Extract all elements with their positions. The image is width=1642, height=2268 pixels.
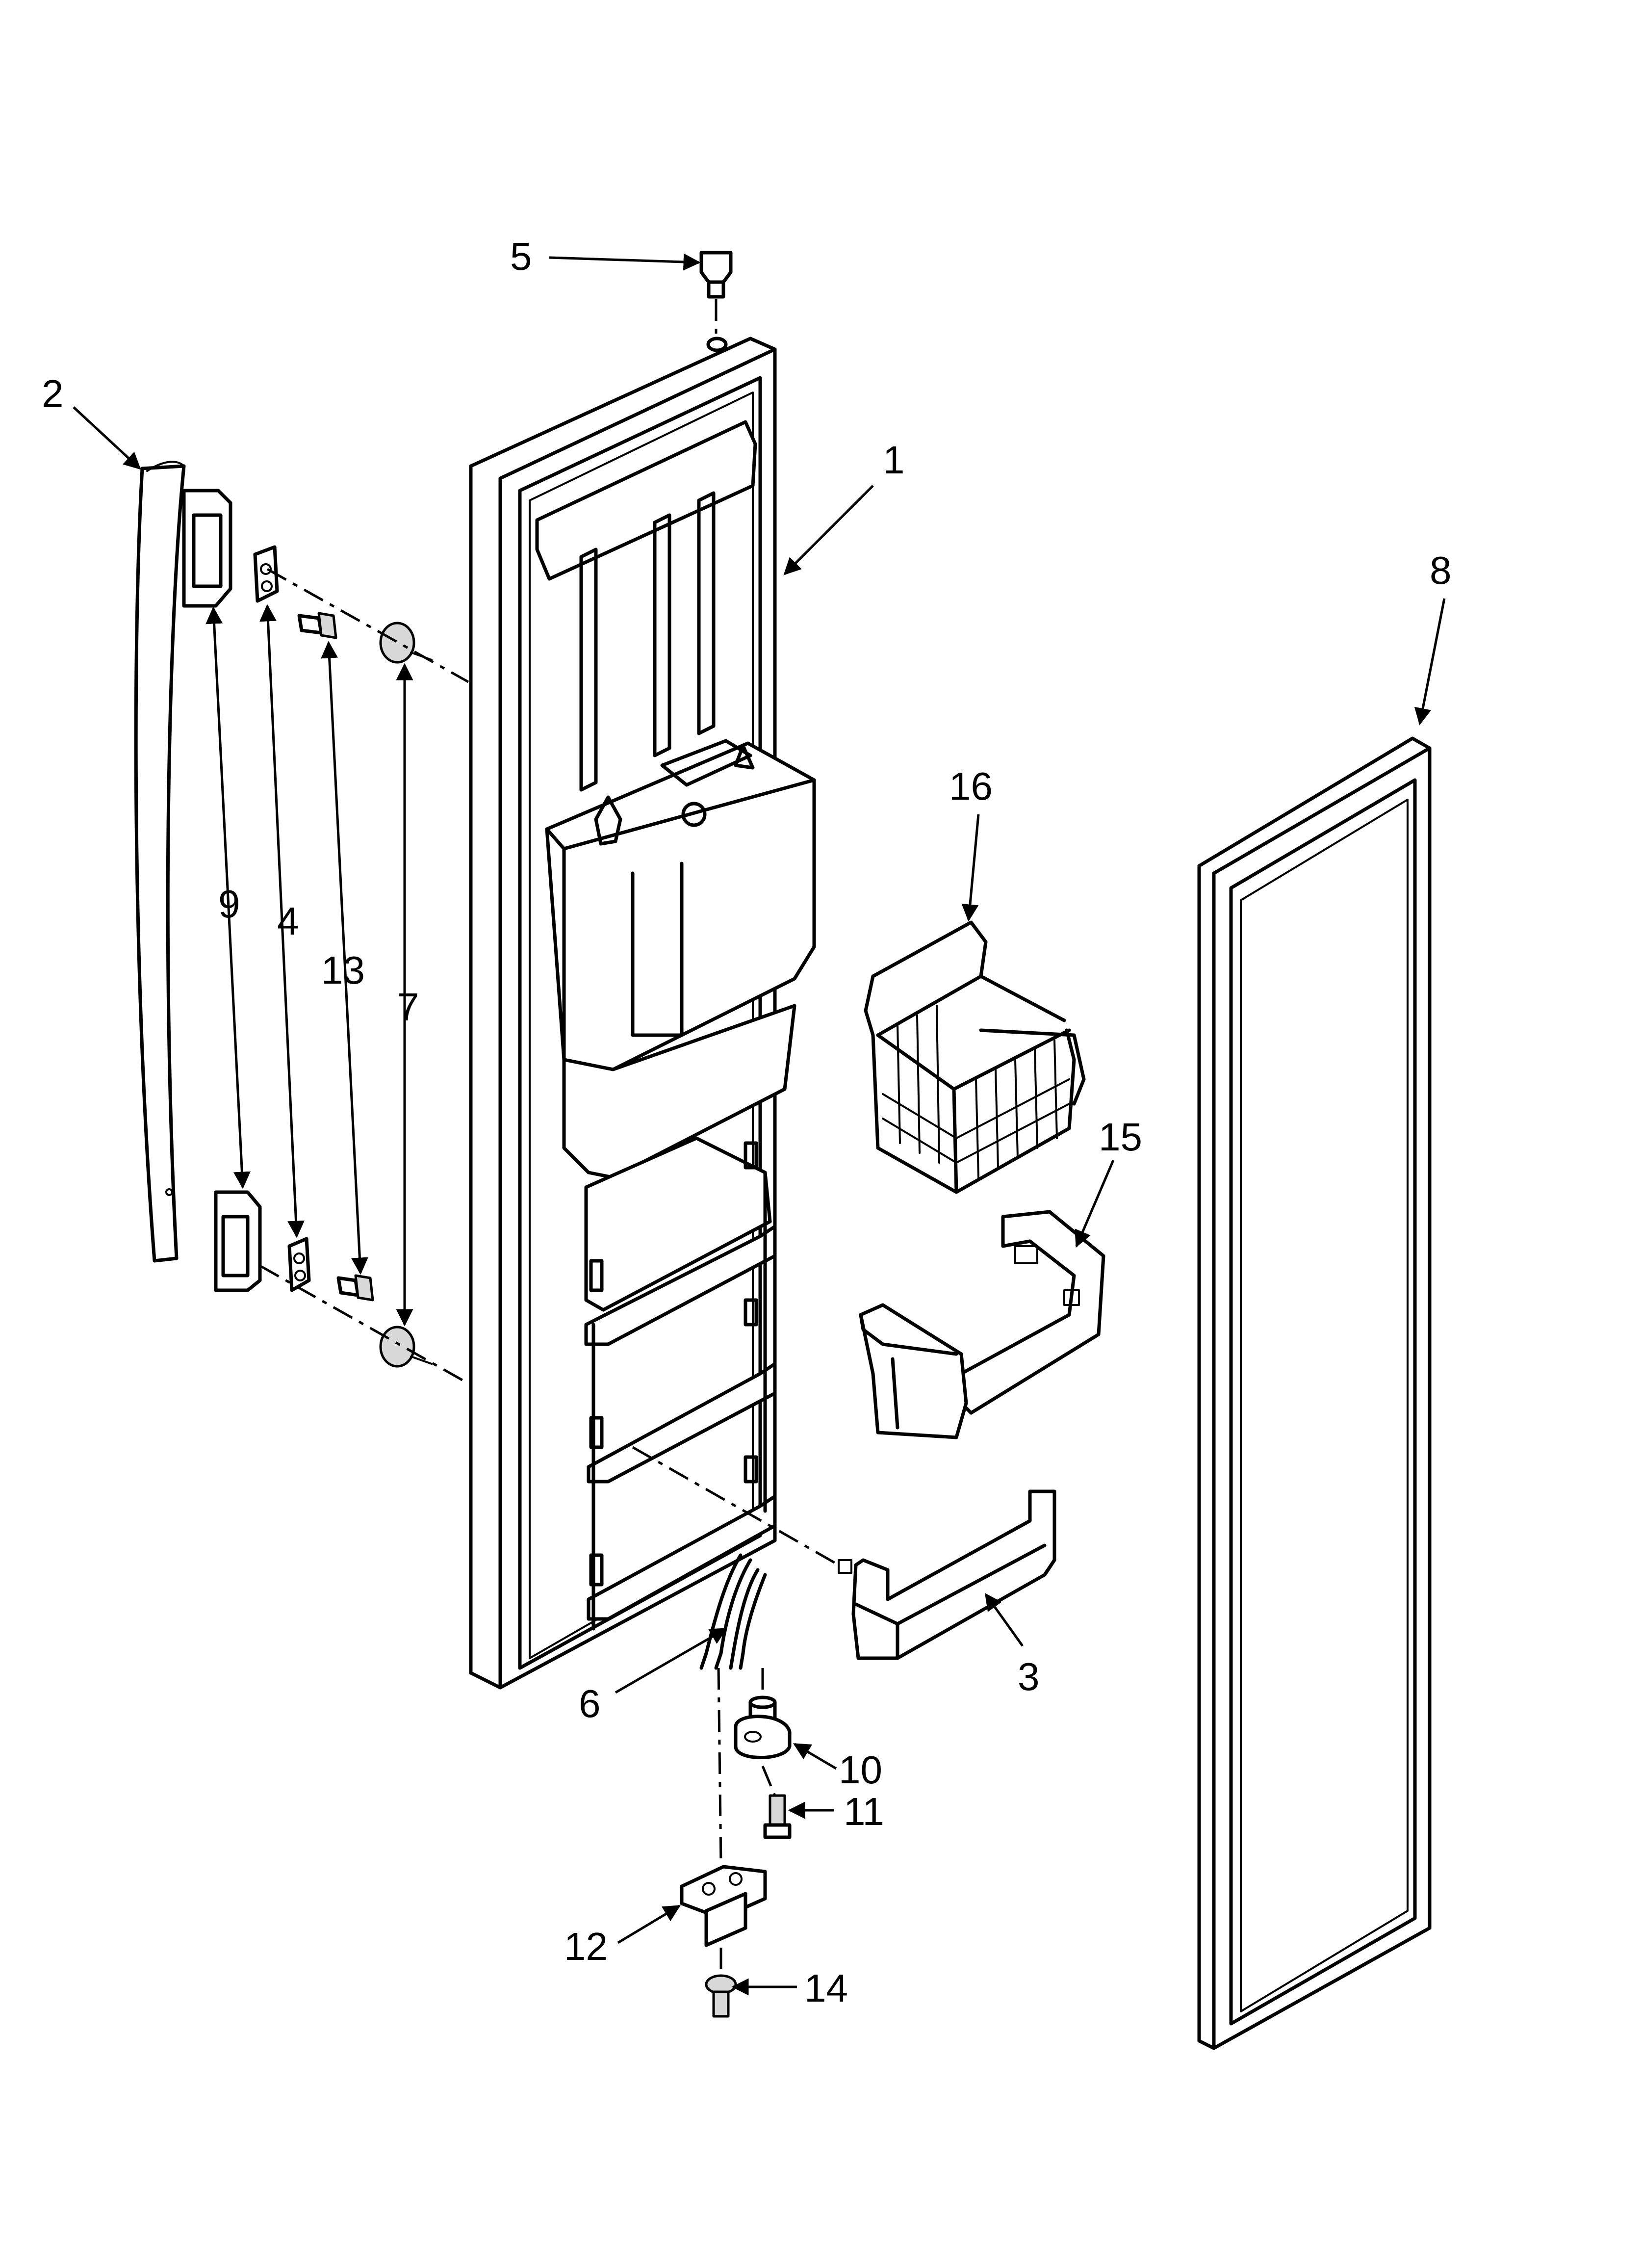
door-gasket-part (1197, 736, 1432, 2050)
hinge-screw-part (763, 1794, 792, 1839)
leader-lines (73, 253, 1446, 1996)
bracket-screw-part (705, 1974, 737, 2018)
callout-14: 14 (804, 1966, 848, 2010)
callout-3: 3 (1018, 1655, 1040, 1698)
handle-screw-lower (336, 1274, 374, 1302)
handle-clip-lower (287, 1237, 311, 1292)
callout-11: 11 (844, 1790, 884, 1833)
assembly-line-lower (259, 1264, 469, 1385)
handle-end-cap-upper (182, 489, 232, 608)
callout-9: 9 (218, 882, 240, 926)
callout-10: 10 (839, 1748, 882, 1792)
door-handle-part (134, 461, 186, 1263)
handle-clip-upper (253, 545, 279, 603)
hinge-screw-axis (761, 1766, 776, 1796)
callout-5: 5 (510, 235, 532, 278)
callout-13: 13 (321, 948, 365, 992)
callout-8: 8 (1430, 548, 1452, 592)
wire-basket-part (864, 920, 1086, 1194)
handle-screw-upper (297, 612, 337, 639)
dispenser-cradle-part (859, 1210, 1105, 1439)
hinge-pin-part (734, 1695, 792, 1759)
top-hinge-plug-part (699, 251, 733, 352)
callout-15: 15 (1099, 1115, 1142, 1159)
callout-7: 7 (397, 985, 419, 1029)
lower-hinge-bracket-part (680, 1865, 767, 1947)
bracket-axis (717, 1668, 722, 1865)
door-plug-lower (379, 1326, 433, 1368)
callout-16: 16 (949, 764, 993, 808)
callout-labels: 1 2 3 4 5 6 7 8 9 10 11 12 13 14 15 16 (42, 235, 1452, 2010)
door-plug-upper (379, 622, 433, 664)
door-panel-part (469, 337, 816, 1690)
door-shelf-bin-part (632, 1446, 1056, 1660)
callout-6: 6 (579, 1682, 601, 1725)
handle-end-cap-lower (214, 1190, 262, 1292)
callout-12: 12 (564, 1925, 608, 1968)
callout-1: 1 (883, 438, 905, 482)
assembly-line-upper (266, 568, 469, 683)
callout-2: 2 (42, 372, 64, 416)
callout-4: 4 (277, 899, 299, 943)
